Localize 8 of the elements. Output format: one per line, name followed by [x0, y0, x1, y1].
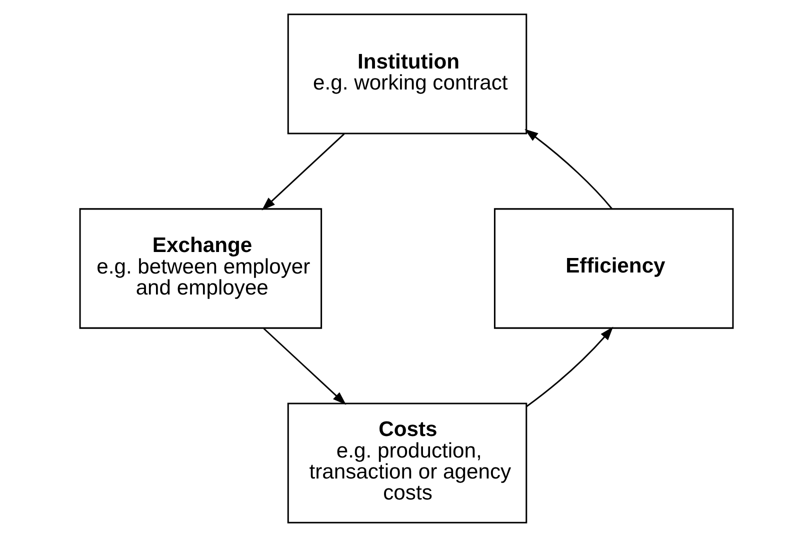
node-box: Institution e.g. working contract — [286, 14, 527, 134]
arrow — [262, 328, 346, 405]
arrow — [525, 326, 613, 408]
node-box: Costs e.g. production, transaction or agency costs — [286, 402, 527, 524]
arrow — [524, 129, 612, 210]
arrow — [261, 133, 344, 210]
node-box: Exchange e.g. between employer and employee — [78, 208, 322, 329]
node-box: Efficiency — [493, 208, 734, 329]
